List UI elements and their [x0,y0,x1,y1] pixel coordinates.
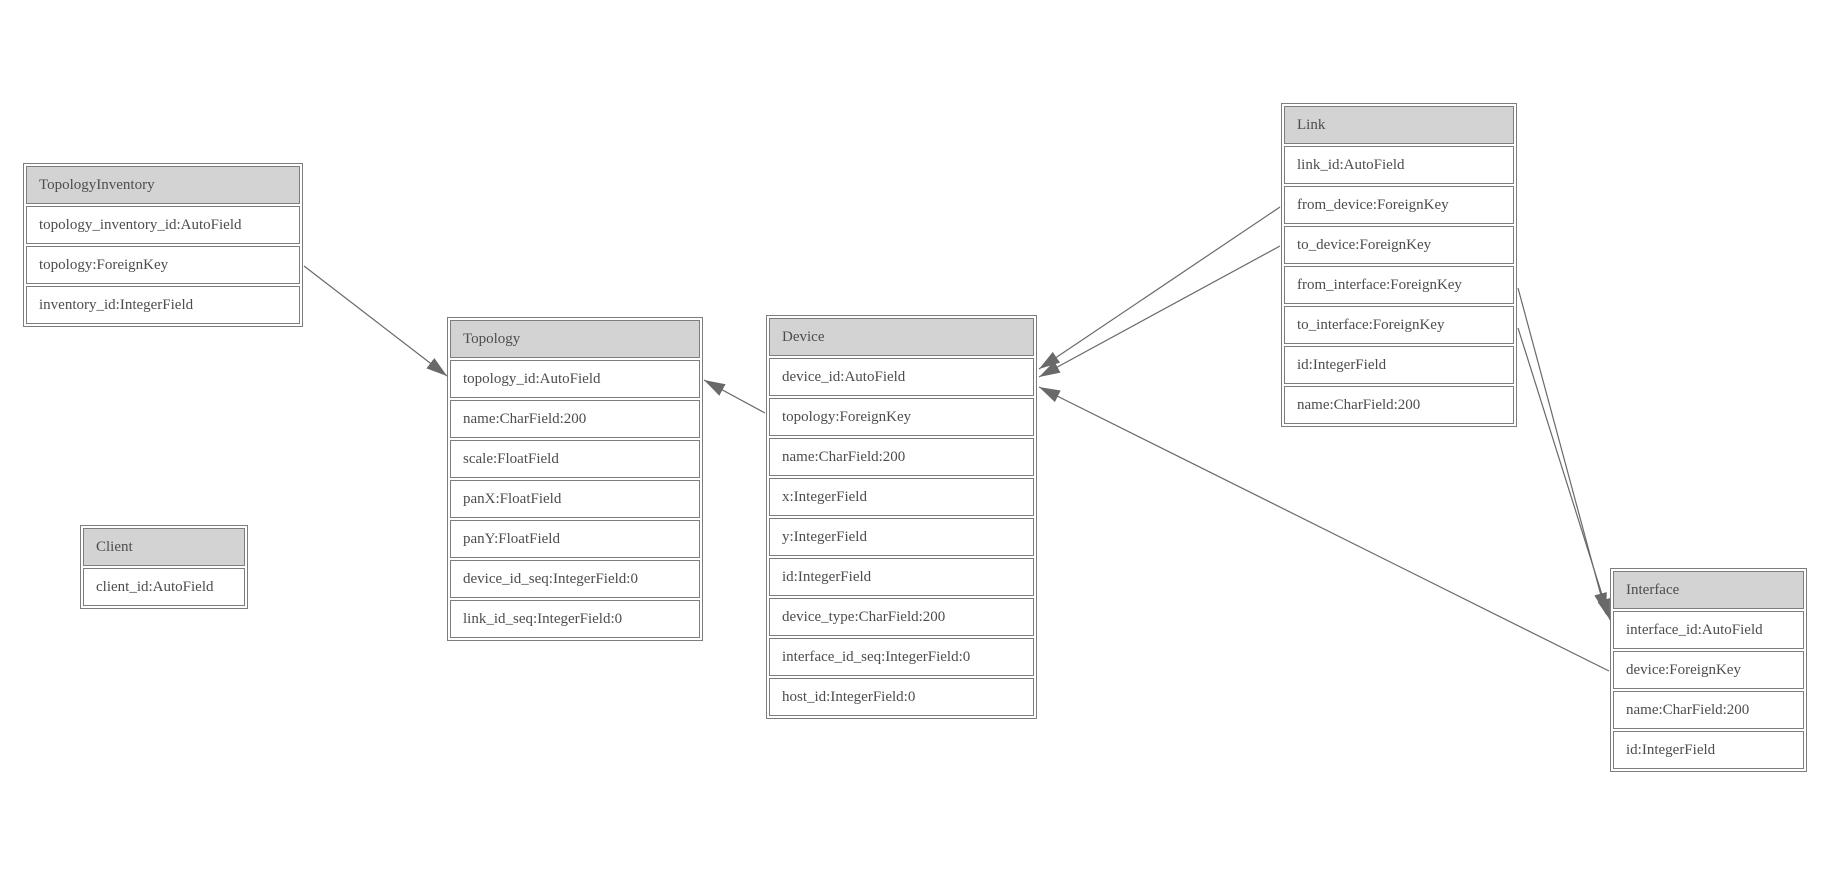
field-row: device:ForeignKey [1613,651,1804,689]
field-row: interface_id_seq:IntegerField:0 [769,638,1034,676]
field-row: to_device:ForeignKey [1284,226,1514,264]
field-row: inventory_id:IntegerField [26,286,300,324]
field-row: name:CharField:200 [1613,691,1804,729]
field-row: to_interface:ForeignKey [1284,306,1514,344]
field-row: topology:ForeignKey [769,398,1034,436]
entity-header-topology: Topology [450,320,700,358]
field-row: device_type:CharField:200 [769,598,1034,636]
field-row: panX:FloatField [450,480,700,518]
field-row: link_id_seq:IntegerField:0 [450,600,700,638]
field-row: from_device:ForeignKey [1284,186,1514,224]
edge-device-topology [703,379,766,414]
field-row: topology:ForeignKey [26,246,300,284]
field-row: y:IntegerField [769,518,1034,556]
entity-header-client: Client [83,528,245,566]
field-row: name:CharField:200 [1284,386,1514,424]
field-row: id:IntegerField [769,558,1034,596]
entity-header-link: Link [1284,106,1514,144]
edge-link-todevice-device [1038,245,1281,378]
field-row: name:CharField:200 [450,400,700,438]
field-row: interface_id:AutoField [1613,611,1804,649]
field-row: host_id:IntegerField:0 [769,678,1034,716]
field-row: client_id:AutoField [83,568,245,606]
entity-header-interface: Interface [1613,571,1804,609]
entity-header-device: Device [769,318,1034,356]
field-row: topology_inventory_id:AutoField [26,206,300,244]
field-row: panY:FloatField [450,520,700,558]
field-row: name:CharField:200 [769,438,1034,476]
edge-topologyinventory-topology [303,265,448,377]
field-row: x:IntegerField [769,478,1034,516]
field-row: id:IntegerField [1613,731,1804,769]
field-row: scale:FloatField [450,440,700,478]
edge-link-tointerface-interface [1517,327,1611,621]
field-row: link_id:AutoField [1284,146,1514,184]
edge-interface-device [1038,386,1610,672]
field-row: id:IntegerField [1284,346,1514,384]
edge-link-fromdevice-device [1038,206,1281,370]
entity-header-topology-inventory: TopologyInventory [26,166,300,204]
field-row: device_id:AutoField [769,358,1034,396]
field-row: from_interface:ForeignKey [1284,266,1514,304]
field-row: device_id_seq:IntegerField:0 [450,560,700,598]
field-row: topology_id:AutoField [450,360,700,398]
